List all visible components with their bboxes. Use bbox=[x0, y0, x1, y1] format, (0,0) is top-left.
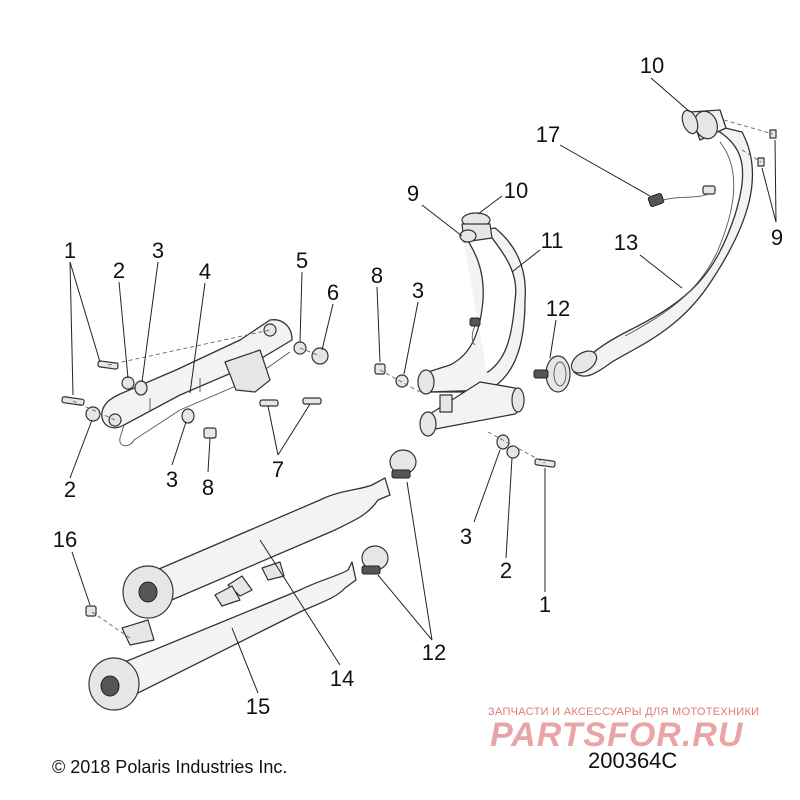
part-12-clamps-lower bbox=[361, 449, 417, 575]
callout-16: 16 bbox=[53, 527, 77, 552]
callout-9-right: 9 bbox=[771, 225, 783, 250]
part-17-oxygen-sensor bbox=[647, 185, 716, 208]
part-16-bolt bbox=[85, 605, 97, 617]
callout-7: 7 bbox=[272, 457, 284, 482]
callout-13: 13 bbox=[614, 230, 638, 255]
watermark-tagline: ЗАПЧАСТИ И АКСЕССУАРЫ ДЛЯ МОТОТЕХНИКИ bbox=[488, 706, 760, 718]
callout-3-left-lower: 3 bbox=[166, 467, 178, 492]
callout-4: 4 bbox=[199, 259, 211, 284]
copyright-notice: © 2018 Polaris Industries Inc. bbox=[52, 757, 288, 777]
callout-11: 11 bbox=[541, 228, 564, 253]
callout-15: 15 bbox=[246, 694, 270, 719]
part-14-muffler-upper bbox=[122, 477, 391, 619]
callout-10-center: 10 bbox=[504, 178, 528, 203]
part-9-studs-right bbox=[757, 129, 777, 167]
callout-8-left: 8 bbox=[202, 475, 214, 500]
callout-14: 14 bbox=[330, 666, 354, 691]
part-13-header-pipe bbox=[570, 109, 754, 377]
callout-3-right: 3 bbox=[460, 524, 472, 549]
callout-6: 6 bbox=[327, 280, 339, 305]
assembly-lines bbox=[72, 119, 774, 639]
callout-labels: 1 2 3 4 5 6 2 3 8 7 8 3 9 10 11 12 10 17… bbox=[53, 53, 783, 719]
callout-17: 17 bbox=[536, 122, 560, 147]
callout-12-upper: 12 bbox=[546, 296, 570, 321]
part-11-crossover-pipe bbox=[417, 223, 526, 437]
diagram-number: 200364C bbox=[588, 748, 678, 773]
callout-2-left-lower: 2 bbox=[64, 477, 76, 502]
part-4-muffler-bracket bbox=[101, 319, 293, 447]
fasteners-center bbox=[374, 363, 556, 468]
callout-8-center: 8 bbox=[371, 263, 383, 288]
part-12-clamp-upper bbox=[533, 355, 571, 393]
callout-10-right: 10 bbox=[640, 53, 664, 78]
callout-12-lower: 12 bbox=[422, 640, 446, 665]
callout-3-center: 3 bbox=[412, 278, 424, 303]
callout-2-right: 2 bbox=[500, 558, 512, 583]
callout-3-left-upper: 3 bbox=[152, 238, 164, 263]
callout-9-center: 9 bbox=[407, 181, 419, 206]
watermark-brand-logo: PARTSFOR.RU bbox=[490, 716, 744, 754]
callout-2-left-upper: 2 bbox=[113, 258, 125, 283]
callout-1-left: 1 bbox=[64, 238, 76, 263]
callout-5: 5 bbox=[296, 248, 308, 273]
fasteners-left bbox=[61, 341, 329, 439]
callout-1-right: 1 bbox=[539, 592, 551, 617]
part-15-muffler-lower bbox=[88, 561, 357, 711]
part-10-gasket-upper bbox=[681, 109, 699, 135]
leader-lines bbox=[69, 77, 777, 694]
